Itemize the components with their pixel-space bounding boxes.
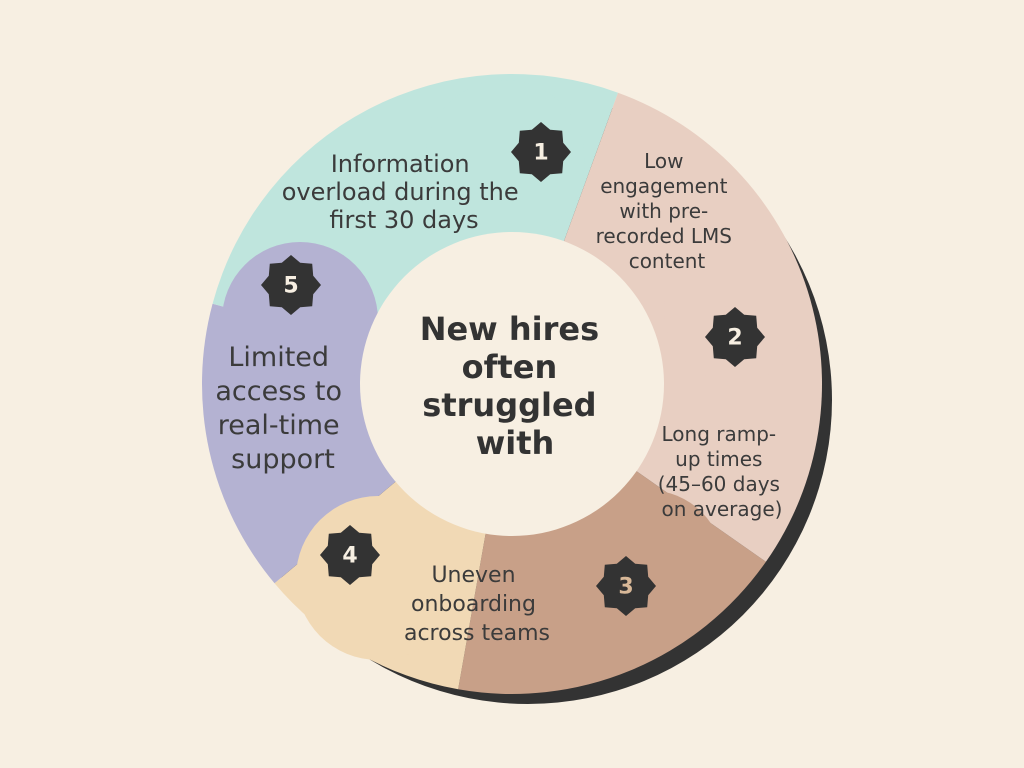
segment-label-line: recorded LMS — [596, 224, 732, 248]
segment-label-line: up times — [675, 447, 762, 471]
badge-star-shape — [511, 122, 571, 182]
segment-label-line: content — [629, 249, 706, 273]
step-badge-4: 4 — [320, 525, 380, 585]
badge-star-shape — [261, 255, 321, 315]
center-title-line: New hires — [420, 310, 599, 348]
segment-label-line: support — [231, 444, 335, 475]
segment-1-lobe — [425, 80, 585, 240]
segment-4-label: Uneven onboarding across teams — [404, 563, 550, 646]
badge-star-shape — [320, 525, 380, 585]
center-title-line: struggled — [422, 386, 596, 424]
segment-label-line: first 30 days — [329, 206, 478, 234]
segment-label-line: onboarding — [411, 592, 536, 617]
segment-label-line: engagement — [600, 174, 727, 198]
center-title: New hires often struggled with — [420, 310, 611, 462]
badge-star-shape — [705, 307, 765, 367]
badge-number: 5 — [283, 274, 298, 299]
lobes-layer — [222, 80, 808, 660]
segment-label-line: access to — [215, 376, 342, 407]
center-title-line: with — [476, 424, 555, 462]
segment-label-line: on average) — [662, 497, 783, 521]
segment-5-label: Limited access to real-time support — [215, 342, 350, 475]
segment-3-label: Long ramp- up times (45–60 days on avera… — [658, 422, 787, 521]
badge-number: 1 — [533, 141, 548, 166]
badge-number: 3 — [618, 575, 633, 600]
segment-label-line: Low — [644, 149, 683, 173]
step-badge-5: 5 — [261, 255, 321, 315]
segment-1-label: Information overload during the first 30… — [282, 150, 527, 234]
segment-label-line: Uneven — [431, 563, 515, 588]
step-badge-1: 1 — [511, 122, 571, 182]
center-title-line: often — [462, 348, 558, 386]
segment-2-label: Low engagement with pre- recorded LMS co… — [596, 149, 739, 273]
center-circle — [360, 232, 664, 536]
segment-5-lobe — [222, 242, 378, 398]
segment-label-line: Long ramp- — [662, 422, 777, 446]
step-badge-3: 3 — [596, 556, 656, 616]
segment-label-line: real-time — [218, 410, 340, 441]
segment-label-line: with pre- — [619, 199, 708, 223]
segment-label-line: Information — [331, 150, 470, 178]
segment-label-line: overload during the — [282, 178, 519, 206]
segment-label-line: Limited — [228, 342, 329, 373]
badge-number: 2 — [727, 326, 742, 351]
badge-number: 4 — [342, 544, 357, 569]
step-badge-2: 2 — [705, 307, 765, 367]
segment-label-line: (45–60 days — [658, 472, 780, 496]
badge-star-shape — [596, 556, 656, 616]
segment-label-line: across teams — [404, 621, 550, 646]
